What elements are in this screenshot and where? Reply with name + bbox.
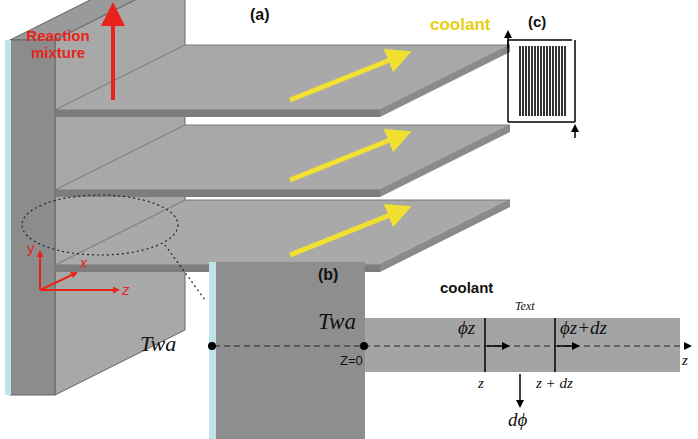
leader-line	[165, 245, 205, 300]
z-axis	[214, 345, 690, 346]
tube	[564, 46, 566, 116]
axis-label: z	[122, 282, 130, 299]
position-label: Z=0	[340, 354, 363, 368]
symbol-label: Twa	[318, 309, 356, 334]
slice-line	[484, 318, 486, 372]
tube	[522, 46, 524, 116]
symbol-label: ϕz	[458, 318, 475, 339]
symbol-label: Twa	[140, 332, 176, 356]
position-label: z	[478, 375, 484, 392]
tube	[552, 46, 554, 116]
axis-label: z	[682, 352, 688, 369]
channel-schematic	[508, 32, 575, 138]
point	[208, 342, 216, 350]
tube	[555, 46, 557, 116]
point	[360, 342, 368, 350]
axes	[40, 252, 118, 290]
symbol-label: dϕ	[508, 410, 527, 431]
tube	[531, 46, 533, 116]
wall-skin	[5, 40, 11, 395]
tube	[540, 46, 542, 116]
tube	[534, 46, 536, 116]
section-wall	[215, 262, 365, 439]
flux-arrow	[557, 345, 578, 347]
tube	[537, 46, 539, 116]
symbol-label: Text	[515, 300, 535, 313]
medium-label: coolant	[440, 280, 493, 297]
fins	[55, 45, 510, 272]
axis-label: x	[80, 256, 87, 271]
tube	[543, 46, 545, 116]
tube	[558, 46, 560, 116]
panel-label: (b)	[318, 266, 338, 284]
channel-tubes	[520, 46, 565, 116]
flow-label: Reaction mixture	[18, 28, 98, 61]
tube	[549, 46, 551, 116]
panel-label: (a)	[250, 6, 270, 24]
section-skin	[209, 262, 216, 439]
panel-label: (c)	[528, 14, 546, 31]
tube	[525, 46, 527, 116]
wall-front	[10, 40, 55, 395]
loss-arrow	[519, 374, 521, 406]
tube	[528, 46, 530, 116]
tube	[561, 46, 563, 116]
flow-label: coolant	[430, 16, 490, 35]
flux-arrow	[487, 345, 508, 347]
flow-arrow	[111, 14, 115, 100]
detail-ellipse	[22, 195, 178, 255]
slice-line	[554, 318, 556, 372]
coolant-arrows	[290, 56, 400, 255]
symbol-label: ϕz+dz	[560, 318, 607, 339]
axis-label: y	[27, 240, 35, 257]
section-fin	[365, 318, 680, 372]
tube	[546, 46, 548, 116]
tube	[519, 46, 521, 116]
position-label: z + dz	[536, 375, 573, 392]
